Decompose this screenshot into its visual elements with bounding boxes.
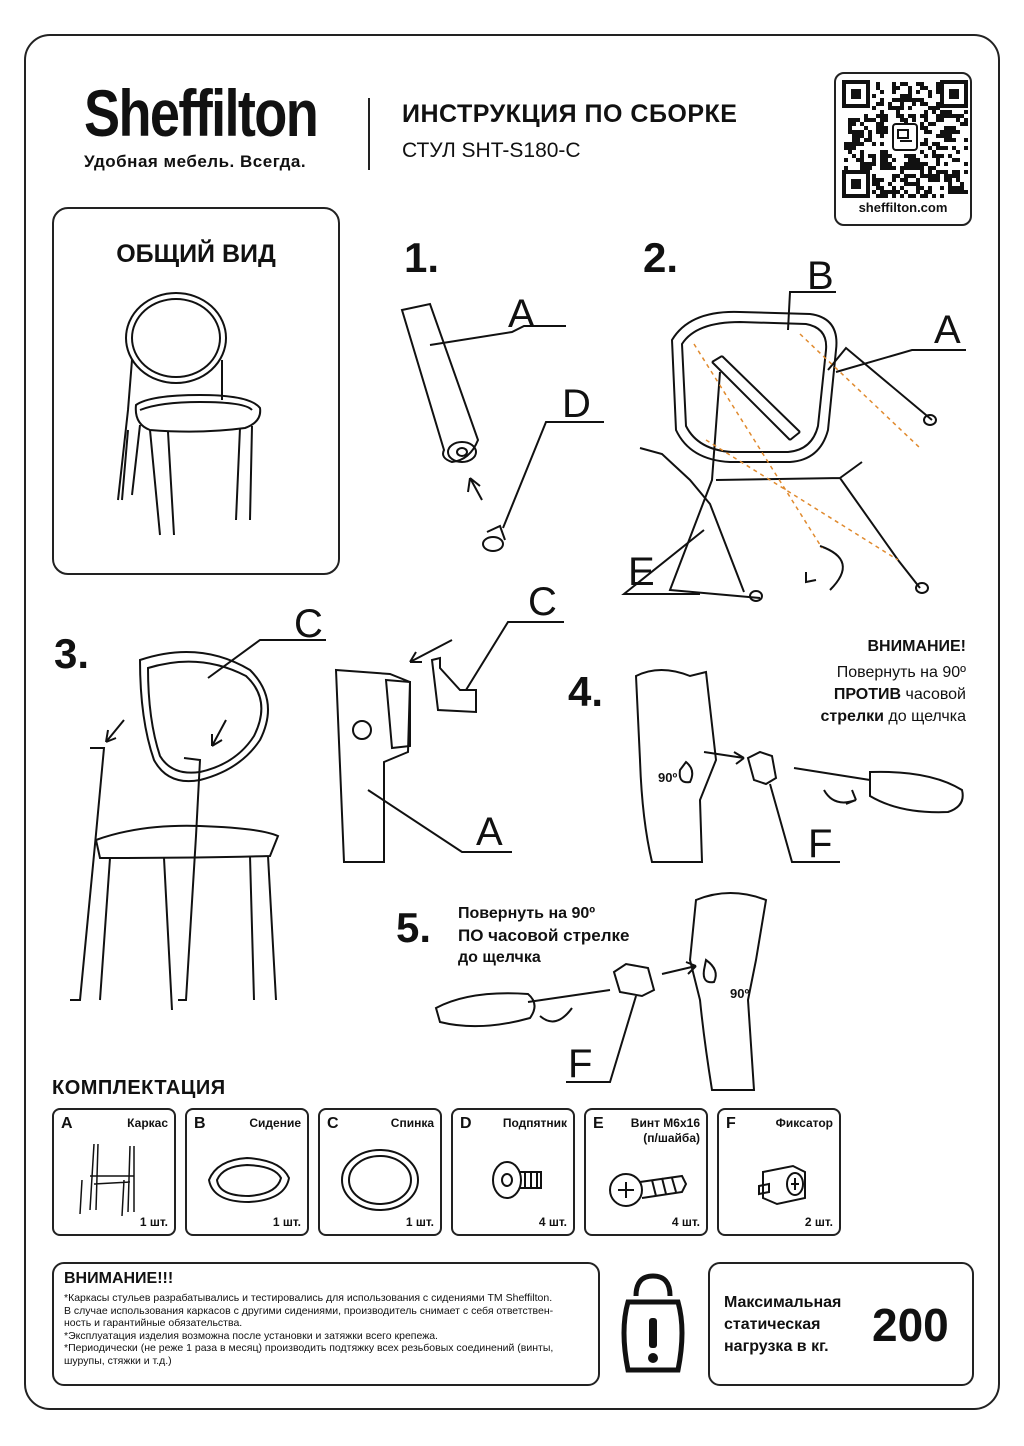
qr-code-icon <box>842 80 968 198</box>
kit-item-foot: D Подпятник 4 шт. <box>451 1108 575 1236</box>
product-name: СТУЛ SHT-S180-C <box>402 139 581 162</box>
general-view-title: ОБЩИЙ ВИД <box>116 240 276 268</box>
kit-item-frame: A Каркас 1 шт. <box>52 1108 176 1236</box>
step-4-label-f: F <box>808 822 833 866</box>
step-2-label-e: E <box>628 550 655 594</box>
kit-item-seat: B Сидение 1 шт. <box>185 1108 309 1236</box>
step-5-instruction: Повернуть на 90º ПО часовой стрелке до щ… <box>458 905 630 966</box>
max-load-value: 200 <box>872 1299 949 1351</box>
kit-item-fixer: F Фиксатор 2 шт. <box>717 1108 841 1236</box>
screw-icon <box>609 1173 688 1207</box>
header-divider <box>368 98 370 170</box>
max-load-label: Максимальная статическая нагрузка в кг. <box>724 1294 842 1355</box>
step-5-label-f: F <box>568 1042 593 1086</box>
fixer-icon <box>758 1164 806 1206</box>
notice-text: *Каркасы стульев разрабатывались и тести… <box>64 1292 554 1367</box>
step-1-label-d: D <box>562 382 591 426</box>
kit-item-backrest: C Спинка 1 шт. <box>318 1108 442 1236</box>
foot-pad-icon <box>492 1161 542 1199</box>
page-title: ИНСТРУКЦИЯ ПО СБОРКЕ <box>402 100 738 128</box>
step-1-number: 1. <box>404 234 440 281</box>
max-load-box <box>708 1262 974 1386</box>
step-4-warning-title: ВНИМАНИЕ! <box>867 638 966 655</box>
kit-item-screw: E Винт М6х16 (п/шайба) 4 шт. <box>584 1108 708 1236</box>
qr-box[interactable] <box>834 72 972 226</box>
brand-tagline: Удобная мебель. Всегда. <box>84 152 307 171</box>
step-2-label-b: B <box>807 254 834 298</box>
instruction-sheet <box>24 34 1000 1410</box>
notice-box <box>52 1262 600 1386</box>
step-4-angle: 90º <box>658 770 678 785</box>
step-3-label-a: A <box>476 810 503 854</box>
step-3-number: 3. <box>54 630 90 677</box>
frame-icon <box>79 1143 135 1216</box>
general-view-box <box>52 207 340 575</box>
notice-title: ВНИМАНИЕ!!! <box>64 1270 174 1287</box>
website-url[interactable]: sheffilton.com <box>858 200 948 215</box>
weight-warning-icon <box>621 1273 685 1373</box>
backrest-icon <box>341 1149 419 1211</box>
kit-title: КОМПЛЕКТАЦИЯ <box>52 1077 226 1099</box>
step-5-angle: 90º <box>730 986 750 1001</box>
brand-logo: Sheffilton <box>84 76 319 150</box>
step-3-label-c-detail: C <box>528 580 557 624</box>
step-1-label-a: A <box>508 292 535 336</box>
step-4-warning-text: Повернуть на 90º ПРОТИВ часовой стрелки … <box>820 664 966 725</box>
step-2-label-a: A <box>934 308 961 352</box>
step-3-label-c-back: C <box>294 602 323 646</box>
step-4-number: 4. <box>568 668 604 715</box>
seat-icon <box>207 1156 291 1204</box>
step-2-number: 2. <box>643 234 679 281</box>
step-5-number: 5. <box>396 904 432 951</box>
